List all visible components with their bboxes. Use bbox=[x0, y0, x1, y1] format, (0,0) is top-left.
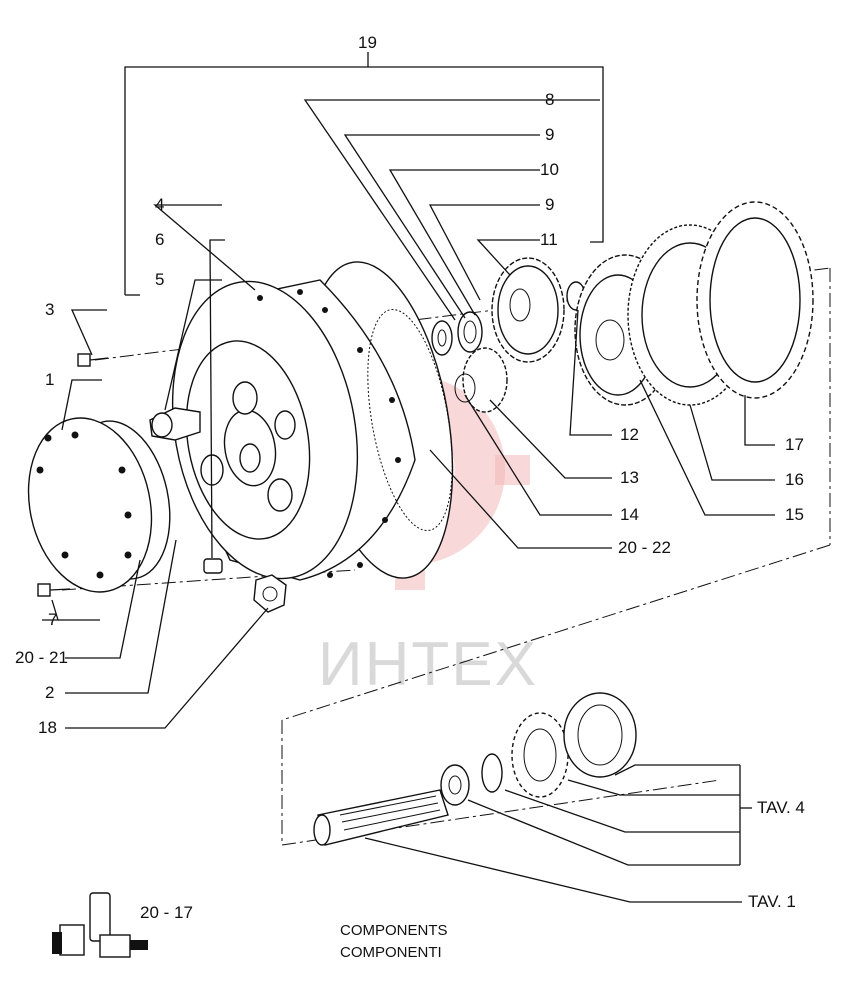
callout-3: 3 bbox=[45, 300, 54, 319]
needle-bearing-10 bbox=[457, 311, 483, 353]
planet-gear-14 bbox=[454, 347, 508, 413]
callout-14: 14 bbox=[620, 505, 639, 524]
thrust-washer bbox=[440, 764, 470, 806]
callout-11: 11 bbox=[540, 230, 558, 249]
screw-7 bbox=[37, 583, 71, 597]
bearing-cup bbox=[563, 692, 637, 778]
hub-housing bbox=[171, 261, 454, 581]
callout-10: 10 bbox=[540, 160, 559, 179]
washer-8 bbox=[431, 320, 453, 356]
caption-it: COMPONENTI bbox=[340, 944, 442, 961]
callout-12: 12 bbox=[620, 425, 639, 444]
bracket-19 bbox=[124, 66, 604, 295]
callout-9-top: 9 bbox=[545, 125, 554, 144]
callout-16: 16 bbox=[785, 470, 804, 489]
callout-tav1: TAV. 1 bbox=[748, 892, 796, 911]
axis-frame-diag bbox=[281, 544, 831, 721]
callout-2: 2 bbox=[45, 683, 54, 702]
callout-9-bottom: 9 bbox=[545, 195, 554, 214]
callout-6: 6 bbox=[155, 230, 164, 249]
cover-plate bbox=[27, 417, 171, 593]
watermark-text: ИНТЕХ bbox=[318, 630, 538, 699]
lubricant-ref: 20 - 17 bbox=[140, 903, 193, 922]
seal-ring bbox=[367, 309, 453, 531]
callout-13: 13 bbox=[620, 468, 639, 487]
crown-gear-17 bbox=[696, 201, 814, 399]
roller-bearing bbox=[511, 712, 569, 798]
callout-4: 4 bbox=[155, 195, 164, 214]
callout-19: 19 bbox=[358, 33, 377, 52]
screw-3 bbox=[77, 353, 109, 367]
circlip bbox=[481, 753, 503, 793]
planet-gear-11 bbox=[491, 257, 565, 363]
callout-5: 5 bbox=[155, 270, 164, 289]
callout-8: 8 bbox=[545, 90, 554, 109]
plug bbox=[149, 407, 201, 441]
callout-18: 18 bbox=[38, 718, 57, 737]
drive-shaft bbox=[313, 789, 449, 846]
callout-1: 1 bbox=[45, 370, 54, 389]
nut-6 bbox=[203, 558, 223, 574]
lower-axis bbox=[281, 779, 721, 846]
nut-18 bbox=[253, 574, 287, 613]
lubricant-icon bbox=[52, 892, 148, 958]
caption-en: COMPONENTS bbox=[340, 922, 448, 939]
callout-20-21: 20 - 21 bbox=[15, 648, 68, 667]
callout-tav4: TAV. 4 bbox=[757, 798, 805, 817]
callout-7: 7 bbox=[48, 610, 57, 629]
callout-20-22: 20 - 22 bbox=[618, 538, 671, 557]
callout-15: 15 bbox=[785, 505, 804, 524]
callout-17: 17 bbox=[785, 435, 804, 454]
